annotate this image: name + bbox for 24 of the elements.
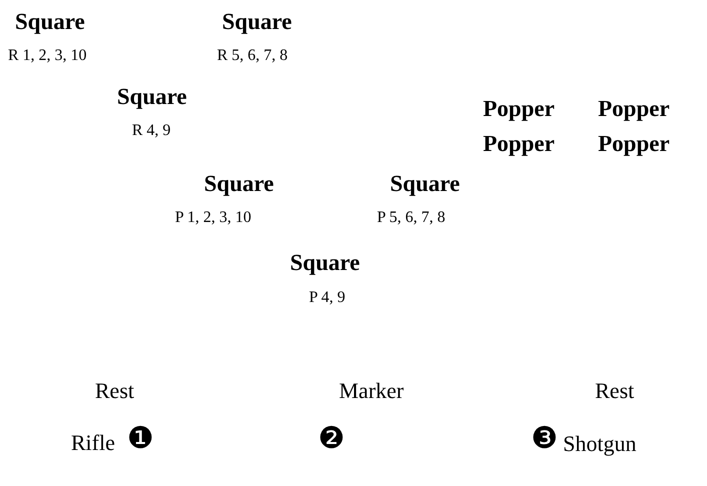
popper-label: Popper bbox=[483, 97, 555, 120]
shooter-number: ❸ bbox=[531, 424, 558, 454]
position-label: Marker bbox=[339, 380, 404, 402]
target-numbers: P 5, 6, 7, 8 bbox=[377, 210, 446, 226]
target-label: Square bbox=[390, 172, 460, 195]
target-numbers: R 1, 2, 3, 10 bbox=[8, 48, 87, 64]
target-label: Square bbox=[204, 172, 274, 195]
position-label: Rest bbox=[95, 380, 134, 402]
target-numbers: P 1, 2, 3, 10 bbox=[175, 210, 252, 226]
weapon-label: Rifle bbox=[71, 432, 115, 454]
popper-label: Popper bbox=[598, 97, 670, 120]
popper-label: Popper bbox=[598, 132, 670, 155]
weapon-label: Shotgun bbox=[563, 433, 636, 455]
target-label: Square bbox=[290, 251, 360, 274]
target-label: Square bbox=[222, 10, 292, 33]
shooter-number: ❷ bbox=[318, 424, 345, 454]
target-label: Square bbox=[15, 10, 85, 33]
target-numbers: P 4, 9 bbox=[309, 290, 346, 306]
target-numbers: R 5, 6, 7, 8 bbox=[217, 48, 288, 64]
position-label: Rest bbox=[595, 380, 634, 402]
target-label: Square bbox=[117, 85, 187, 108]
target-numbers: R 4, 9 bbox=[132, 123, 171, 139]
shooter-number: ❶ bbox=[127, 424, 154, 454]
popper-label: Popper bbox=[483, 132, 555, 155]
